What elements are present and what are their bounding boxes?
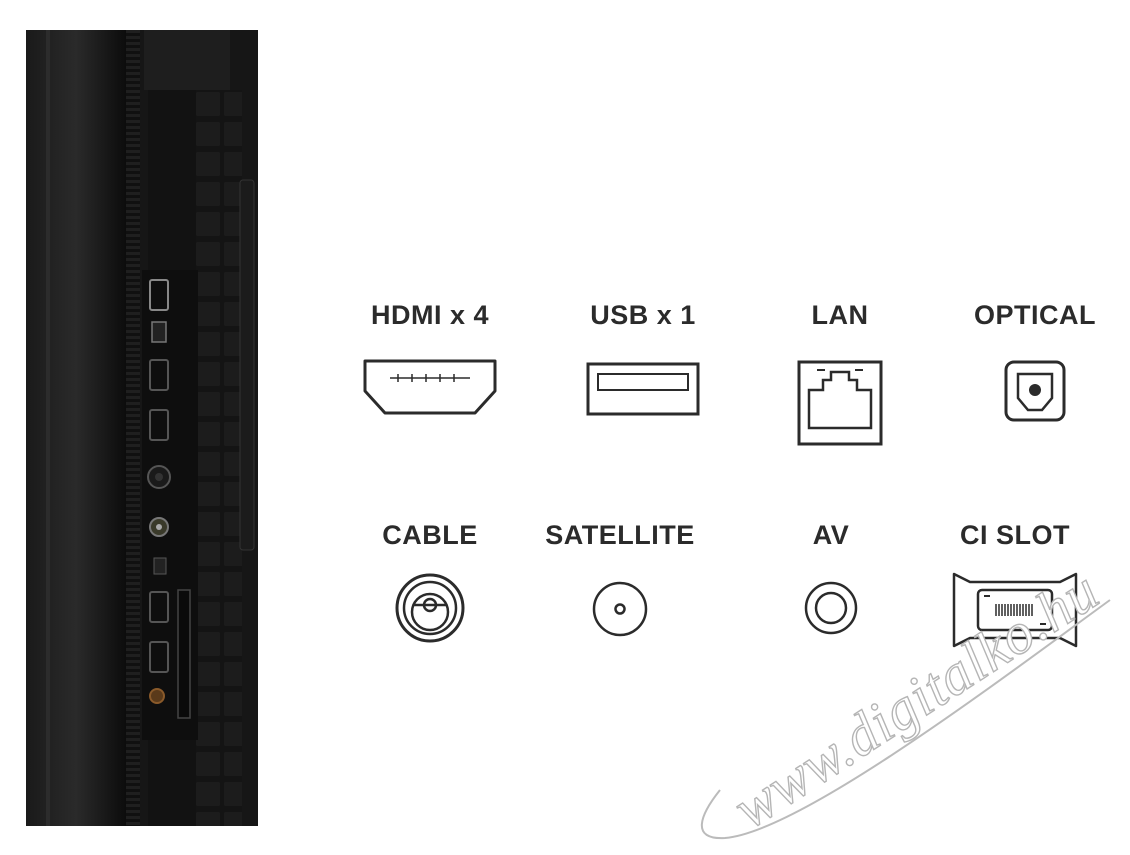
tv-side-panel: [26, 30, 258, 826]
watermark: www.digitalko.hu: [680, 540, 1130, 850]
connector-optical: OPTICAL: [935, 298, 1130, 422]
connector-label: OPTICAL: [974, 300, 1096, 330]
connector-label: USB x 1: [590, 300, 696, 330]
optical-port-icon: [1004, 360, 1066, 422]
connector-label: LAN: [811, 300, 869, 330]
cable-port-icon: [395, 573, 465, 643]
connector-label: SATELLITE: [545, 520, 695, 550]
connector-hdmi: HDMI x 4: [330, 298, 530, 418]
connector-label: AV: [812, 520, 850, 550]
connector-label: CI SLOT: [960, 520, 1070, 550]
lan-port-icon: [797, 360, 883, 446]
connector-lan: LAN: [740, 298, 940, 446]
tv-side-illustration: [26, 30, 258, 826]
connector-satellite: SATELLITE: [520, 518, 720, 638]
satellite-port-icon: [592, 581, 648, 637]
usb-port-icon: [586, 362, 700, 416]
connector-usb: USB x 1: [543, 298, 743, 416]
watermark-graphic: www.digitalko.hu: [700, 556, 1111, 842]
ci-slot-icon: [952, 572, 1078, 648]
connector-label: HDMI x 4: [370, 300, 490, 330]
av-port-icon: [804, 581, 858, 635]
watermark-text: www.digitalko.hu: [722, 557, 1110, 841]
hdmi-port-icon: [363, 359, 497, 415]
connector-av: AV: [731, 518, 931, 636]
connector-cable: CABLE: [330, 518, 530, 644]
connector-ci-slot: CI SLOT: [915, 518, 1115, 650]
connector-label: CABLE: [382, 520, 478, 550]
